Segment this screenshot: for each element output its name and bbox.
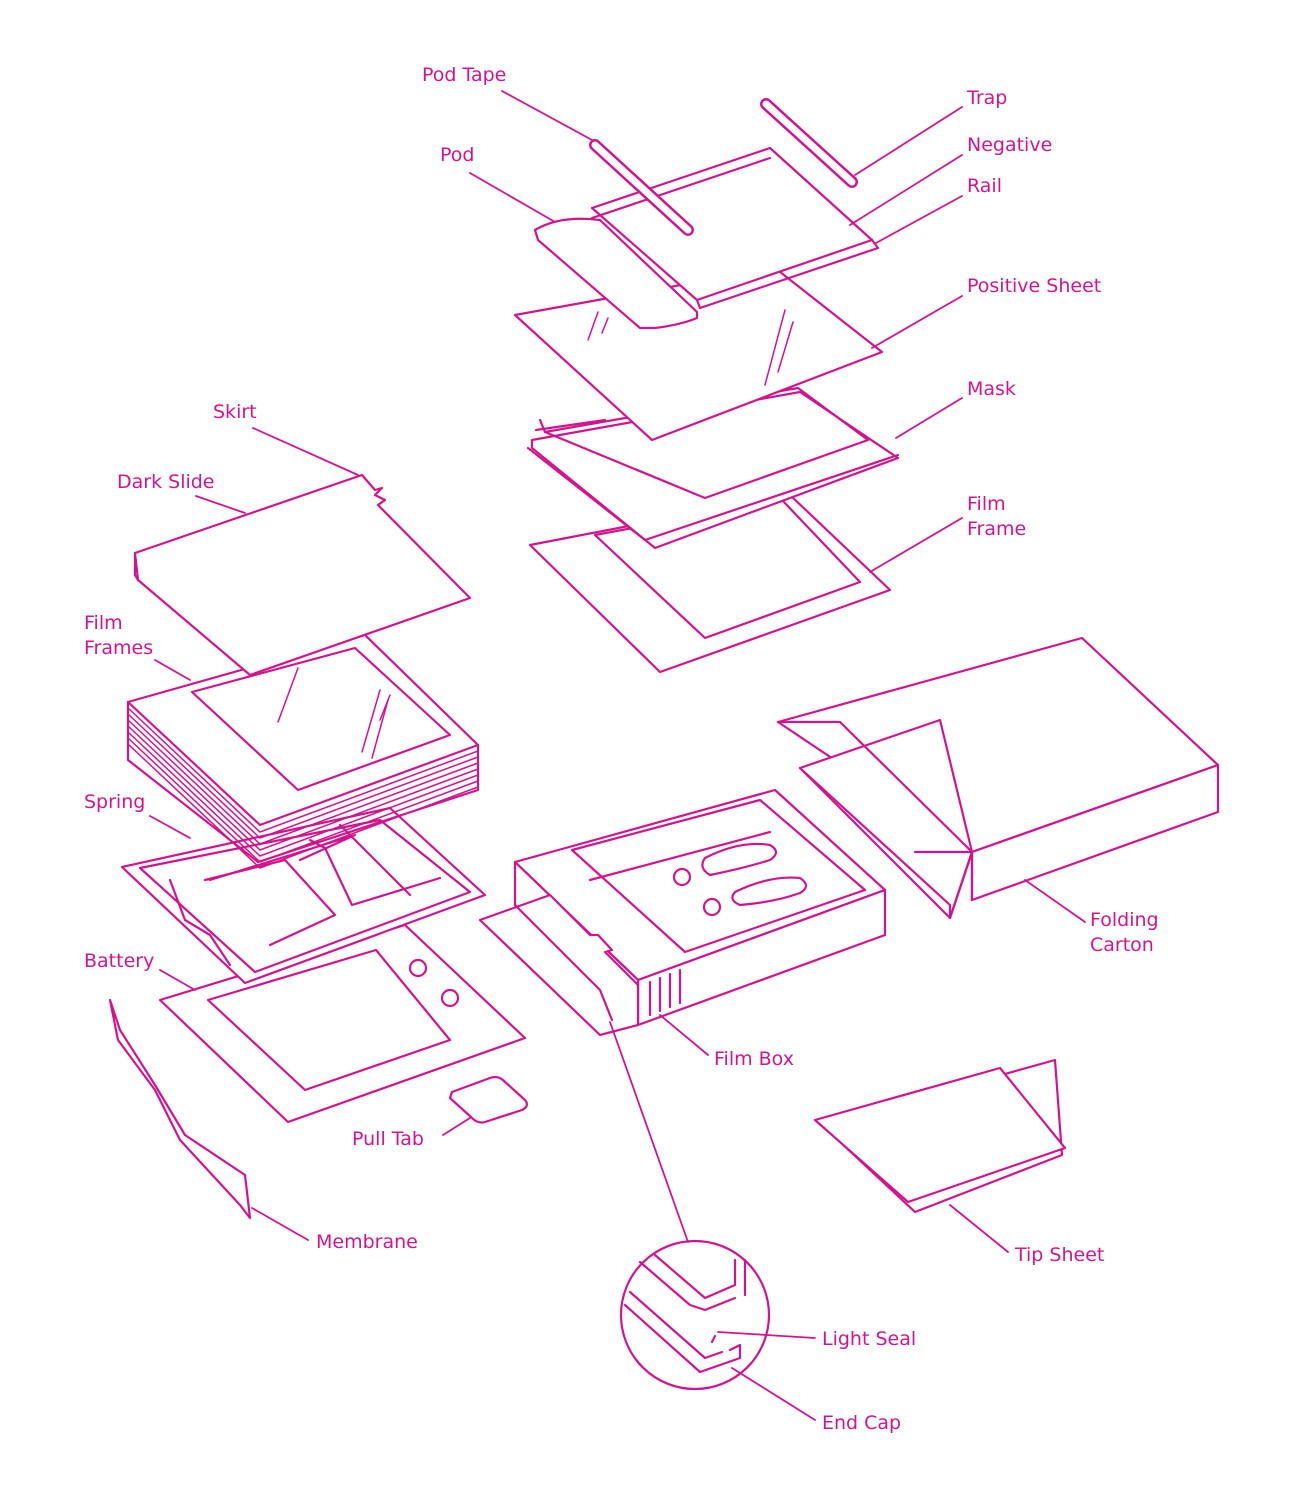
tip-sheet: [813, 1058, 1067, 1214]
detail-circle: [619, 1239, 771, 1391]
label-tip-sheet: Tip Sheet: [1014, 1244, 1104, 1266]
label-skirt: Skirt: [213, 401, 257, 423]
label-light-seal: Light Seal: [822, 1328, 916, 1350]
label-folding-carton-1: Folding: [1090, 909, 1159, 931]
label-end-cap: End Cap: [822, 1412, 901, 1434]
membrane: [108, 998, 252, 1220]
label-folding-carton-2: Carton: [1090, 934, 1154, 956]
label-film-frame-1: Film: [967, 493, 1006, 515]
label-pod: Pod: [440, 144, 474, 166]
pull-tab: [448, 1075, 529, 1124]
label-spring: Spring: [84, 791, 145, 813]
label-film-frame-2: Frame: [967, 518, 1026, 540]
label-film-frames-2: Frames: [84, 637, 153, 659]
label-trap: Trap: [966, 87, 1007, 109]
film-frames: [126, 633, 480, 869]
spring: [120, 806, 487, 985]
label-positive-sheet: Positive Sheet: [967, 275, 1101, 297]
label-dark-slide: Dark Slide: [117, 471, 215, 493]
label-rail: Rail: [967, 175, 1002, 197]
label-pod-tape: Pod Tape: [422, 64, 506, 86]
label-membrane: Membrane: [316, 1231, 418, 1253]
film-box: [478, 788, 887, 1037]
folding-carton: [776, 636, 1220, 920]
trap: [760, 98, 858, 188]
dark-slide: [133, 473, 472, 677]
negative: [590, 146, 880, 310]
label-pull-tab: Pull Tab: [352, 1128, 424, 1150]
label-film-box: Film Box: [714, 1048, 794, 1070]
mask: [526, 386, 900, 550]
pod-tape: [589, 139, 694, 236]
label-mask: Mask: [967, 378, 1016, 400]
leader-lines: [149, 90, 1086, 1421]
label-film-frames-1: Film: [84, 612, 123, 634]
label-negative: Negative: [967, 134, 1052, 156]
label-battery: Battery: [84, 950, 154, 972]
